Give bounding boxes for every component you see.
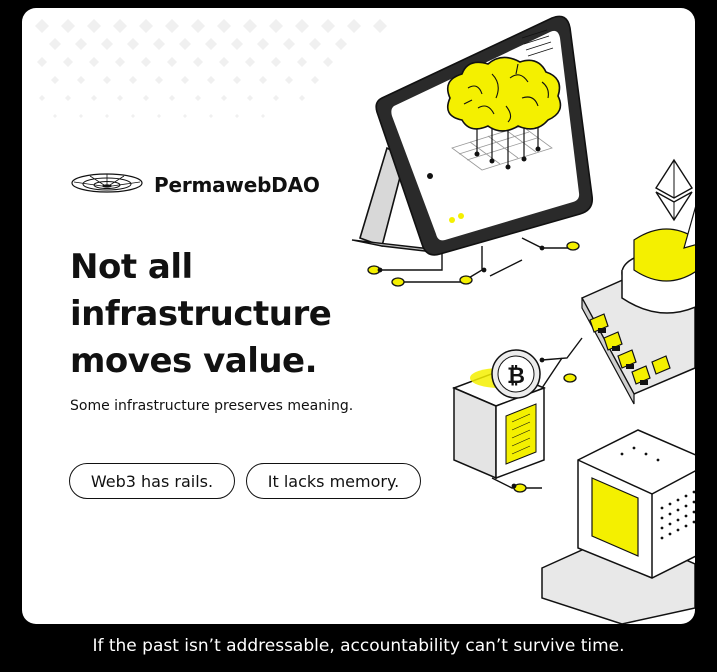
- pill-lacks-memory: It lacks memory.: [246, 463, 421, 499]
- brand-logo: PermawebDAO: [70, 171, 320, 199]
- headline-line-3: moves value.: [70, 341, 318, 381]
- bitcoin-box-icon: ₿: [451, 349, 547, 480]
- circuit-dots: [377, 245, 545, 489]
- headline-line-2: infrastructure: [70, 294, 332, 334]
- isometric-illustration: ₿: [351, 15, 695, 624]
- wormhole-grid-icon: [71, 173, 143, 193]
- headline-line-1: Not all: [70, 247, 193, 287]
- brand-name: PermawebDAO: [154, 173, 320, 197]
- subheadline: Some infrastructure preserves meaning.: [70, 398, 354, 414]
- ethereum-icon: [655, 158, 693, 222]
- caption-text: If the past isn’t addressable, accountab…: [92, 636, 625, 656]
- pill-web3-rails: Web3 has rails.: [69, 463, 235, 499]
- svg-text:₿: ₿: [507, 364, 525, 389]
- tablet-brain-icon: [351, 15, 594, 256]
- background-diamond-pattern: [35, 19, 387, 118]
- chip-icon: [580, 206, 695, 405]
- server-tower-icon: [541, 429, 695, 624]
- headline: Not all infrastructure moves value.: [70, 244, 390, 385]
- circuit-nodes: [367, 241, 580, 493]
- promo-card: PermawebDAO Not all infrastructure moves…: [22, 8, 695, 624]
